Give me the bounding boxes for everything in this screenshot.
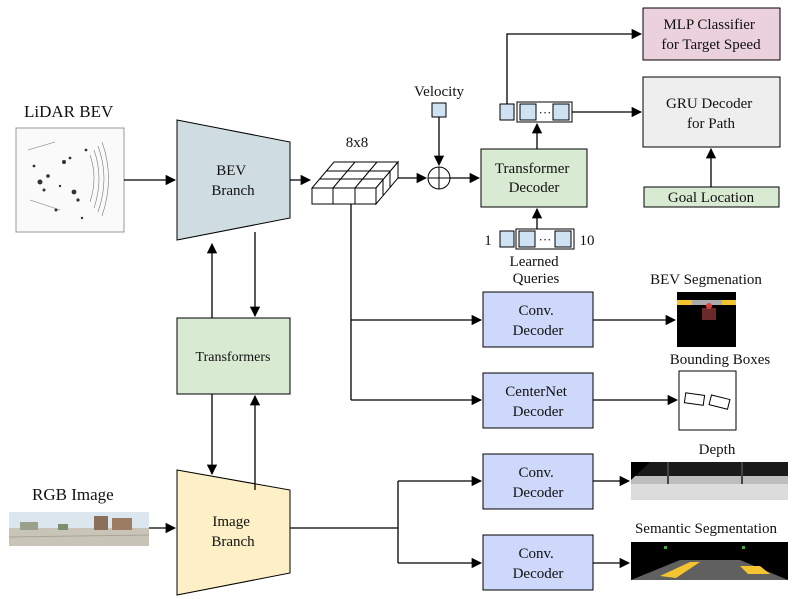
transformer-decoder-label: Transformer Decoder xyxy=(495,161,573,196)
image-branch-label: Image Branch xyxy=(211,514,255,550)
learned-query-tokens xyxy=(499,228,575,250)
bounding-boxes-label: Bounding Boxes xyxy=(670,352,771,368)
query-start-label: 1 xyxy=(484,233,492,249)
bev-segmentation-image xyxy=(677,292,736,347)
gru-decoder-label: GRU Decoder for Path xyxy=(666,96,756,132)
semantic-conv-decoder-label: Conv. Decoder xyxy=(513,546,564,582)
bev-conv-decoder-label: Conv. Decoder xyxy=(513,303,564,339)
output-query-tokens xyxy=(499,101,573,123)
sum-operator xyxy=(427,166,451,190)
output-ellipsis: ··· xyxy=(539,105,552,120)
goal-location-label: Goal Location xyxy=(668,190,755,206)
gru-decoder-block xyxy=(642,76,781,148)
query-end-label: 10 xyxy=(580,233,595,249)
bounding-boxes-image xyxy=(678,370,737,431)
connectors xyxy=(124,28,717,569)
semantic-segmentation-label: Semantic Segmentation xyxy=(635,521,778,537)
transformers-label: Transformers xyxy=(196,350,271,365)
depth-image xyxy=(631,462,788,500)
depth-conv-decoder-block xyxy=(482,453,594,510)
depth-label: Depth xyxy=(699,442,736,458)
rgb-image-label: RGB Image xyxy=(32,485,114,504)
query-ellipsis: ··· xyxy=(539,232,552,247)
transformer-decoder-block xyxy=(480,148,588,208)
mlp-classifier-label: MLP Classifier for Target Speed xyxy=(661,17,761,53)
learned-queries-label: Learned Queries xyxy=(510,254,563,287)
centernet-decoder-block xyxy=(482,372,594,429)
transformers-block xyxy=(176,317,291,395)
bev-segmentation-label: BEV Segmenation xyxy=(650,272,762,288)
velocity-label: Velocity xyxy=(414,84,464,100)
mlp-classifier-block xyxy=(642,7,781,61)
lidar-bev-label: LiDAR BEV xyxy=(24,102,114,121)
lidar-bev-image xyxy=(15,127,125,233)
centernet-decoder-label: CenterNet Decoder xyxy=(505,384,570,420)
semantic-segmentation-image xyxy=(631,542,788,580)
rgb-image xyxy=(8,512,150,546)
grid-size-label: 8x8 xyxy=(346,135,369,151)
bev-branch-block xyxy=(176,119,291,241)
bev-branch-label: BEV Branch xyxy=(211,163,255,199)
image-branch-block xyxy=(176,469,291,596)
velocity-box xyxy=(431,102,447,118)
feature-grid xyxy=(310,160,400,206)
depth-conv-decoder-label: Conv. Decoder xyxy=(513,465,564,501)
bev-conv-decoder-block xyxy=(482,291,594,348)
